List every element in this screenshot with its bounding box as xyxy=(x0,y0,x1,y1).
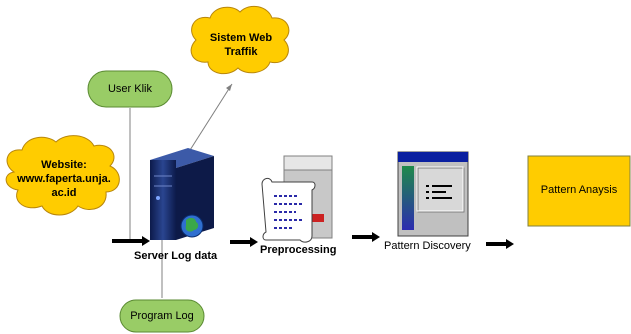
website-label-3: ac.id xyxy=(51,187,77,199)
server-log-label: Server Log data xyxy=(134,250,218,262)
user-klik-label: User Klik xyxy=(107,83,152,95)
user-klik-pill xyxy=(87,70,173,108)
pattern-analysis-label: Pattern Anaysis xyxy=(540,184,618,196)
arrow-website-to-server xyxy=(112,236,150,246)
arrow-discovery-to-analysis xyxy=(486,239,514,249)
sistem-web-traffik-cloud xyxy=(190,5,290,75)
sistem-web-label-2: Traffik xyxy=(224,46,258,58)
pattern-discovery-label: Pattern Discovery xyxy=(384,240,471,252)
arrow-preprocessing-to-discovery xyxy=(352,232,380,242)
arrow-server-to-preprocessing xyxy=(230,237,258,247)
sistem-arrowhead xyxy=(226,84,232,91)
pattern-analysis-box xyxy=(527,155,631,227)
pattern-discovery-icon xyxy=(397,151,469,237)
program-log-pill xyxy=(119,299,205,333)
website-cloud xyxy=(5,135,120,216)
preprocessing-label: Preprocessing xyxy=(260,244,337,256)
program-log-label: Program Log xyxy=(130,310,194,322)
sistem-web-label-1: Sistem Web xyxy=(209,32,273,44)
server-to-sistem-connector xyxy=(184,83,233,159)
server-icon xyxy=(150,148,214,240)
website-label-2: www.faperta.unja. xyxy=(17,173,111,185)
website-label-1: Website: xyxy=(41,159,87,171)
preprocessing-icon xyxy=(261,155,333,243)
